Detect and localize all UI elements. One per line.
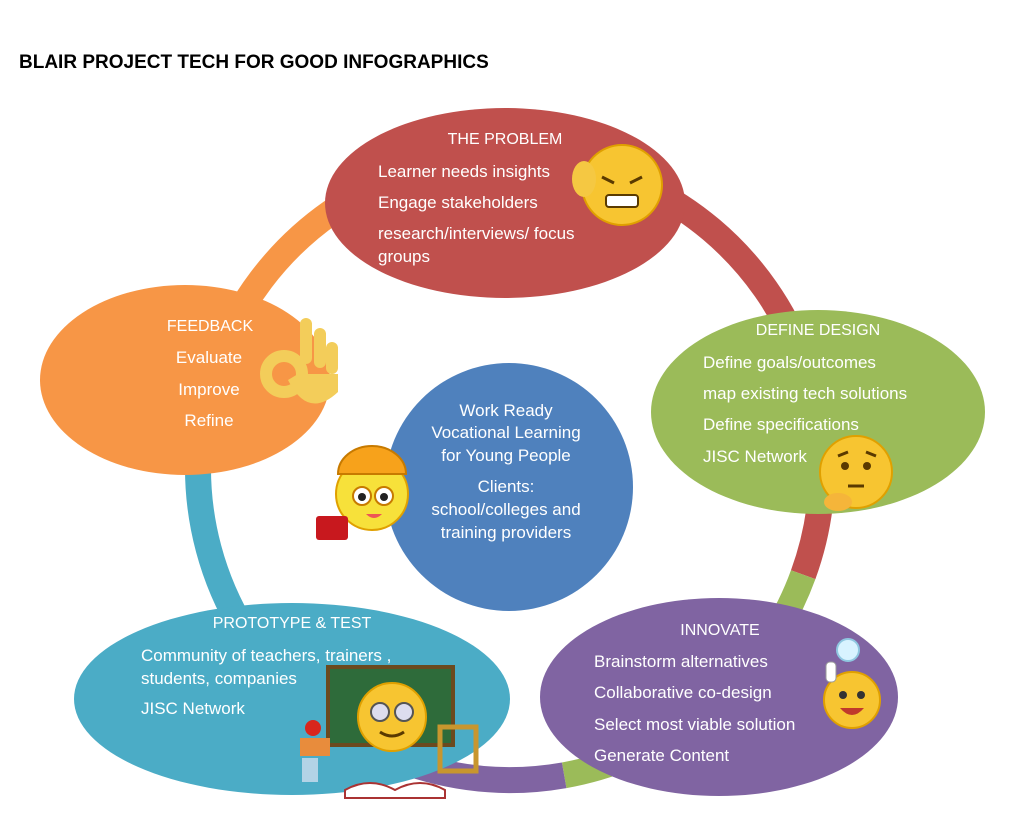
center-item: Vocational Learning [431,423,581,442]
problem-title: THE PROBLEM [447,131,563,148]
innovate-item: Brainstorm alternatives [594,652,768,671]
innovate-item: Select most viable solution [594,715,796,734]
teacher-chalkboard-emoji-icon [300,665,479,799]
problem-item: Learner needs insights [378,162,551,181]
prototype-item: JISC Network [141,699,245,718]
problem-item: research/interviews/ focus [378,224,575,243]
prototype-item: Community of teachers, trainers , [141,646,392,665]
center-item: training providers [440,523,572,542]
feedback-item: Improve [178,380,240,399]
define-item: JISC Network [703,447,807,466]
innovate-title: INNOVATE [680,622,760,639]
frustrated-emoji-icon [572,144,663,226]
center-item: Clients: [477,477,535,496]
page-title: BLAIR PROJECT TECH FOR GOOD INFOGRAPHICS [19,52,489,73]
define-ellipse [651,310,985,514]
center-item: Work Ready [459,401,553,420]
prototype-item: students, companies [141,669,297,688]
feedback-ellipse [40,285,330,475]
worker-hardhat-emoji-icon [316,445,409,540]
problem-item: Engage stakeholders [378,193,538,212]
feedback-item: Refine [184,411,234,430]
feedback-item: Evaluate [175,348,243,367]
innovate-ellipse [540,598,898,796]
thinking-emoji-icon [819,435,893,511]
define-title: DEFINE DESIGN [755,322,881,339]
define-item: Define goals/outcomes [703,353,876,372]
define-item: Define specifications [703,415,859,434]
ok-hand-icon [260,318,338,404]
innovate-item: Collaborative co-design [594,683,772,702]
center-item: school/colleges and [431,500,581,519]
define-item: map existing tech solutions [703,384,908,403]
problem-item: groups [378,247,430,266]
feedback-title: FEEDBACK [166,318,254,335]
innovate-item: Generate Content [594,746,730,765]
lightbulb-idea-emoji-icon [823,638,881,729]
center-item: for Young People [441,446,571,465]
prototype-title: PROTOTYPE & TEST [212,615,372,632]
center-circle [385,363,633,611]
